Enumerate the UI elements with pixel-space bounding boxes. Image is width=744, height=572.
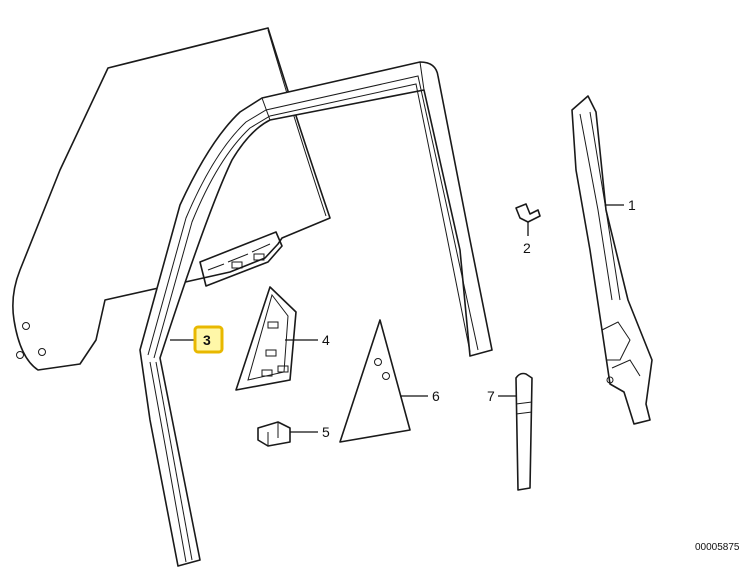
trim-strip [515, 372, 533, 491]
callout-3-label: 3 [203, 332, 211, 348]
window-frame-seal [139, 61, 493, 567]
bolt-part [515, 203, 541, 236]
callout-1-label: 1 [628, 197, 636, 213]
callout-4-label: 4 [322, 332, 330, 348]
reference-code: 00005875 [695, 542, 740, 553]
callout-6-label: 6 [432, 388, 440, 404]
triangle-trim-panel [339, 319, 411, 443]
callout-3-highlight [193, 325, 224, 354]
clip-part [257, 421, 291, 447]
callout-2-label: 2 [523, 240, 531, 256]
guide-rail [571, 95, 653, 425]
callout-5-label: 5 [322, 424, 330, 440]
triangle-bracket [235, 286, 297, 391]
callout-7-label: 7 [487, 388, 495, 404]
